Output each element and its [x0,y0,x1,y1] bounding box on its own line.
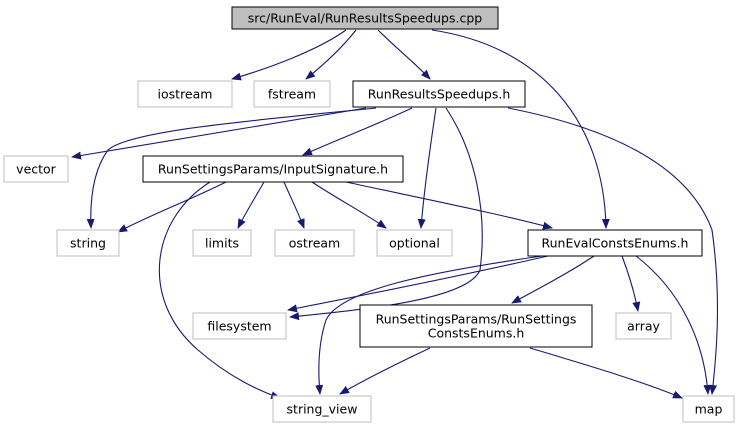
node-box-vector [3,155,69,183]
edge-settingsconsts_h-to-string_view [339,347,431,395]
edge-evalconsts_h-to-map [635,255,712,395]
edge-runresults_h-to-string [86,107,377,229]
node-box-string_view [272,395,372,423]
edge-inputsig_h-to-limits [237,181,265,229]
node-box-filesystem [192,312,287,340]
node-label-settingsconsts_h-line-0: RunSettingsParams/RunSettings [376,312,577,327]
node-label-map: map [695,402,723,417]
node-map: map [682,395,735,423]
node-box-iostream [137,80,233,108]
node-box-inputsig_h[interactable] [142,155,404,183]
edge-runresults_h-to-inputsig_h [302,107,413,156]
node-box-runresults_h[interactable] [352,80,526,108]
node-box-array [615,312,672,340]
edge-evalconsts_h-to-filesystem [287,255,549,313]
node-label-root: src/RunEval/RunResultsSpeedups.cpp [248,11,483,26]
node-box-evalconsts_h[interactable] [527,229,703,257]
node-label-string: string [70,236,106,251]
edge-evalconsts_h-to-array [621,255,641,312]
node-label-limits: limits [205,236,239,251]
node-array: array [615,312,672,340]
node-fstream: fstream [253,80,331,108]
node-label-array: array [627,319,660,334]
edge-inputsig_h-to-evalconsts_h [345,181,553,230]
edge-runresults_h-to-optional [417,107,437,229]
edge-evalconsts_h-to-string_view [315,255,543,395]
node-optional: optional [376,229,453,257]
node-label-inputsig_h: RunSettingsParams/InputSignature.h [158,162,388,177]
node-box-ostream [274,229,355,257]
node-root[interactable]: src/RunEval/RunResultsSpeedups.cpp [231,6,499,30]
node-box-settingsconsts_h[interactable] [359,304,593,348]
node-box-limits [192,229,252,257]
node-box-string [56,229,120,257]
node-label-filesystem: filesystem [207,319,271,334]
node-iostream: iostream [137,80,233,108]
node-label-evalconsts_h: RunEvalConstsEnums.h [542,236,689,251]
node-label-vector: vector [16,162,57,177]
node-string_view: string_view [272,395,372,423]
node-label-runresults_h: RunResultsSpeedups.h [368,87,511,102]
node-filesystem: filesystem [192,312,287,340]
edge-root-to-evalconsts_h [431,29,610,229]
edge-inputsig_h-to-string [117,181,227,233]
edge-runresults_h-to-map [507,107,719,395]
edge-inputsig_h-to-string_view [158,181,281,399]
edge-root-to-iostream [231,29,347,81]
edge-inputsig_h-to-ostream [283,181,305,229]
node-box-optional [376,229,453,257]
node-label-iostream: iostream [158,87,213,102]
edge-evalconsts_h-to-settingsconsts_h [511,255,595,304]
node-label-ostream: ostream [289,236,340,251]
node-settingsconsts_h[interactable]: RunSettingsParams/RunSettingsConstsEnums… [359,304,593,348]
node-string: string [56,229,120,257]
node-box-root[interactable] [231,6,499,30]
node-label-optional: optional [389,236,440,251]
node-ostream: ostream [274,229,355,257]
node-label-string_view: string_view [287,402,358,417]
node-limits: limits [192,229,252,257]
edge-inputsig_h-to-optional [311,181,387,229]
edge-root-to-runresults_h [377,29,431,80]
edge-root-to-fstream [305,29,357,80]
node-inputsig_h[interactable]: RunSettingsParams/InputSignature.h [142,155,404,183]
node-evalconsts_h[interactable]: RunEvalConstsEnums.h [527,229,703,257]
edge-settingsconsts_h-to-map [529,347,683,399]
edge-runresults_h-to-vector [71,107,367,160]
nodes-layer: src/RunEval/RunResultsSpeedups.cpp iostre… [3,6,735,423]
node-label-fstream: fstream [268,87,316,102]
node-vector: vector [3,155,69,183]
node-label-settingsconsts_h-line-1: ConstsEnums.h [428,326,525,341]
node-box-map [682,395,735,423]
edges-layer [71,29,719,399]
node-box-fstream [253,80,331,108]
node-runresults_h[interactable]: RunResultsSpeedups.h [352,80,526,108]
